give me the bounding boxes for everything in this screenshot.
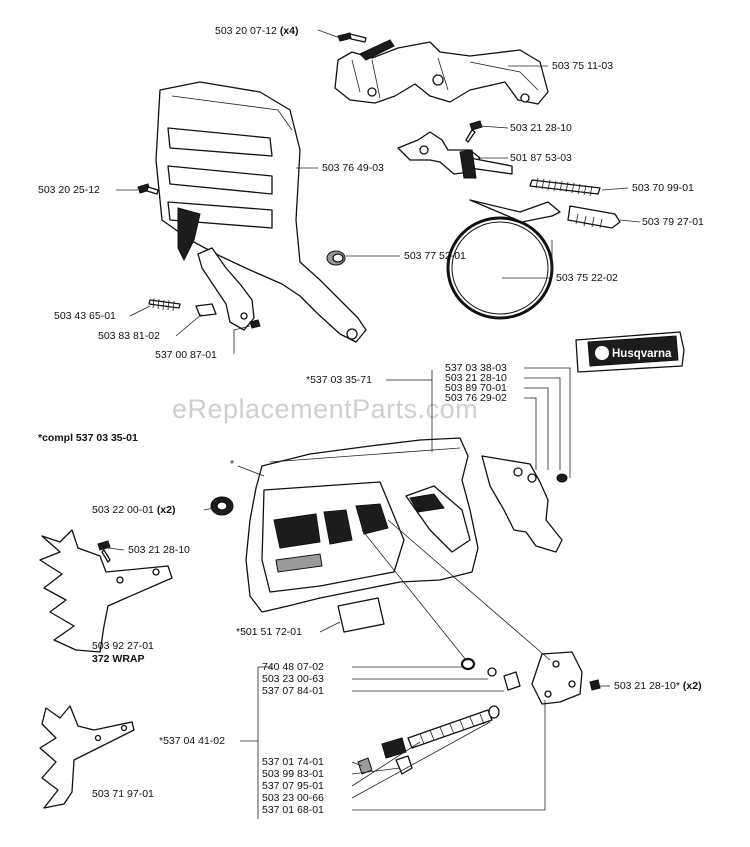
plate-bracket-drawing <box>531 651 583 705</box>
watermark-text: eReplacementParts.com <box>172 394 478 424</box>
label-503897001: 503 89 70-01 <box>445 382 507 394</box>
label-503202512: 503 20 25-12 <box>38 184 100 196</box>
screw-537-x2-drawing <box>589 679 601 691</box>
spring-503709901-drawing <box>529 177 601 197</box>
label-501517201: *501 51 72-01 <box>236 626 302 638</box>
tip-503998301-drawing <box>395 755 413 775</box>
label-537008701: 537 00 87-01 <box>155 349 217 361</box>
asterisk-mark: * <box>230 458 234 470</box>
label-503212810-spike: 503 21 28-10 <box>128 544 190 556</box>
label-537033803: 537 03 38-03 <box>445 362 507 374</box>
label-503838102: 503 83 81-02 <box>98 330 160 342</box>
label-503775201: 503 77 52-01 <box>404 250 466 262</box>
spring-503436501-drawing <box>148 297 181 312</box>
washer-503230063-drawing <box>487 667 497 677</box>
label-537016801: 537 01 68-01 <box>262 804 324 816</box>
hand-guard-drawing <box>155 81 367 343</box>
label-503762902: 503 76 29-02 <box>445 392 507 404</box>
label-740480702: 740 48 07-02 <box>262 661 324 673</box>
label-537079501: 537 07 95-01 <box>262 780 324 792</box>
brake-band-drawing <box>446 199 561 320</box>
screw-503200712-drawing <box>337 32 367 43</box>
label-503751103: 503 75 11-03 <box>552 60 613 72</box>
label-537078401: 537 07 84-01 <box>262 685 324 697</box>
brake-bracket-drawing <box>334 39 549 105</box>
label-503436501: 503 43 65-01 <box>54 310 116 322</box>
nut-503220001-drawing <box>210 496 234 516</box>
brake-lever-drawing <box>397 131 513 179</box>
sprocket-537017401-drawing <box>357 757 373 775</box>
spike-503719701-drawing <box>39 705 135 809</box>
label-503752202: 503 75 22-02 <box>556 272 618 284</box>
threaded-rod-drawing <box>381 705 500 759</box>
label-503922701: 503 92 27-01 <box>92 640 154 652</box>
screw-spike-drawing <box>97 540 111 563</box>
leader-lines <box>107 29 641 819</box>
label-503230063: 503 23 00-63 <box>262 673 324 685</box>
label-503792701: 503 79 27-01 <box>642 216 704 228</box>
lever-537008701-drawing <box>197 247 261 331</box>
label-537033571: *537 03 35-71 <box>306 374 372 386</box>
label-537017401: 537 01 74-01 <box>262 756 324 768</box>
label-503212810-x2: 503 21 28-10* (x2) <box>614 680 702 692</box>
label-501875303: 501 87 53-03 <box>510 152 572 164</box>
label-503998301: 503 99 83-01 <box>262 768 324 780</box>
brake-housing-drawing <box>245 437 479 613</box>
label-537044102: *537 04 41-02 <box>159 735 225 747</box>
label-503709901: 503 70 99-01 <box>632 182 694 194</box>
plate-right-drawing <box>481 455 568 553</box>
screw-503212810-top-drawing <box>465 120 483 143</box>
screw-503202512-drawing <box>137 183 159 195</box>
cover-503792701-drawing <box>567 205 621 229</box>
label-503200712: 503 20 07-12 (x4) <box>215 25 299 37</box>
label-503230066: 503 23 00-66 <box>262 792 324 804</box>
kit-label: *compl 537 03 35-01 <box>38 432 138 444</box>
label-503212810-b: 503 21 28-10 <box>445 372 507 384</box>
block-501517201-drawing <box>337 597 385 633</box>
label-372-wrap: 372 WRAP <box>92 653 145 665</box>
label-503764903: 503 76 49-03 <box>322 162 384 174</box>
brand-label: Husqvarna <box>612 348 672 360</box>
label-503212810-top: 503 21 28-10 <box>510 122 572 134</box>
labels: 503 20 07-12 (x4) 503 75 11-03 503 21 28… <box>38 25 704 816</box>
washer-740480702-drawing <box>460 657 476 671</box>
husqvarna-decal-drawing: Husqvarna <box>575 331 685 373</box>
bushing-503775201-drawing <box>326 250 346 266</box>
label-503220001: 503 22 00-01 (x2) <box>92 504 176 516</box>
label-503719701: 503 71 97-01 <box>92 788 154 800</box>
nut-537078401-drawing <box>503 671 521 691</box>
spike-503922701-drawing <box>39 529 173 653</box>
block-503838102-drawing <box>195 303 217 317</box>
